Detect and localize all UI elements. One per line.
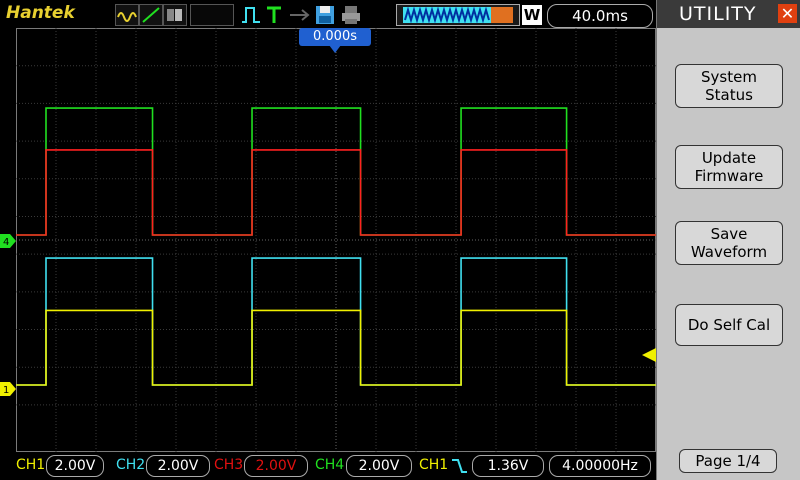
trace-ch2 bbox=[16, 257, 656, 386]
save-waveform-button[interactable]: Save Waveform bbox=[675, 221, 783, 265]
trigger-level[interactable]: 1.36V bbox=[472, 455, 544, 477]
vector-mode-icon[interactable] bbox=[139, 4, 163, 26]
traces bbox=[16, 107, 656, 386]
ch3-scale[interactable]: 2.00V bbox=[244, 455, 308, 477]
ch1-scale[interactable]: 2.00V bbox=[46, 455, 104, 477]
ch4-scale[interactable]: 2.00V bbox=[346, 455, 412, 477]
top-status-bar: Hantek W 40.0ms bbox=[0, 0, 656, 28]
timebase-display[interactable]: 40.0ms bbox=[547, 4, 653, 28]
ch1-marker-label: 1 bbox=[3, 385, 9, 396]
pulse-trigger-icon[interactable] bbox=[240, 4, 262, 24]
persist-mode-icon[interactable] bbox=[163, 4, 187, 26]
trigger-position-readout[interactable]: 0.000s bbox=[299, 28, 371, 46]
trace-ch3 bbox=[16, 149, 656, 236]
button-label-line1: System bbox=[701, 68, 757, 86]
waveform-display[interactable]: 0.000s bbox=[16, 28, 656, 452]
ch4-label[interactable]: CH4 bbox=[315, 457, 345, 473]
button-label-line1: Update bbox=[701, 149, 757, 167]
system-status-button[interactable]: System Status bbox=[675, 64, 783, 108]
ch1-label[interactable]: CH1 bbox=[16, 457, 46, 473]
ch3-label[interactable]: CH3 bbox=[214, 457, 244, 473]
trigger-level-arrow[interactable] bbox=[642, 348, 656, 362]
channel-status-bar: CH1 2.00V CH2 2.00V CH3 2.00V CH4 2.00V … bbox=[0, 452, 656, 480]
save-icon[interactable] bbox=[314, 4, 336, 24]
trace-ch1 bbox=[16, 309, 656, 386]
frequency-readout: 4.00000Hz bbox=[549, 455, 651, 477]
graticule bbox=[16, 28, 656, 452]
waveform-mode-icon[interactable] bbox=[115, 4, 139, 26]
timebase-mode-badge: W bbox=[522, 5, 542, 25]
trace-ch4 bbox=[16, 107, 656, 236]
self-cal-button[interactable]: Do Self Cal bbox=[675, 304, 783, 346]
usb-icon bbox=[288, 4, 312, 24]
page-button[interactable]: Page 1/4 bbox=[679, 449, 777, 473]
trigger-type-icon[interactable] bbox=[264, 4, 284, 24]
trigger-position-arrow bbox=[329, 45, 341, 53]
ch4-marker-label: 4 bbox=[3, 237, 9, 248]
button-label-line1: Save bbox=[710, 225, 748, 243]
ch2-label[interactable]: CH2 bbox=[116, 457, 146, 473]
close-icon[interactable]: ✕ bbox=[778, 4, 797, 23]
waveform-plot[interactable] bbox=[16, 28, 656, 452]
brand-logo: Hantek bbox=[6, 3, 75, 23]
button-label-line2: Status bbox=[705, 86, 753, 104]
falling-edge-icon[interactable] bbox=[450, 456, 468, 476]
menu-title: UTILITY bbox=[679, 3, 757, 25]
button-label: Do Self Cal bbox=[687, 316, 771, 334]
trigger-source[interactable]: CH1 bbox=[419, 457, 449, 473]
menu-title-bar: UTILITY ✕ bbox=[657, 0, 800, 28]
button-label-line2: Waveform bbox=[690, 243, 768, 261]
button-label-line2: Firmware bbox=[694, 167, 764, 185]
ch1-marker[interactable]: 1 bbox=[0, 381, 16, 396]
memory-overview-bar[interactable] bbox=[396, 4, 520, 26]
update-firmware-button[interactable]: Update Firmware bbox=[675, 145, 783, 189]
ch2-scale[interactable]: 2.00V bbox=[146, 455, 210, 477]
ch4-marker[interactable]: 4 bbox=[0, 233, 16, 248]
print-icon[interactable] bbox=[340, 4, 362, 24]
blank-indicator bbox=[190, 4, 234, 26]
utility-menu: UTILITY ✕ System Status Update Firmware … bbox=[656, 0, 800, 480]
